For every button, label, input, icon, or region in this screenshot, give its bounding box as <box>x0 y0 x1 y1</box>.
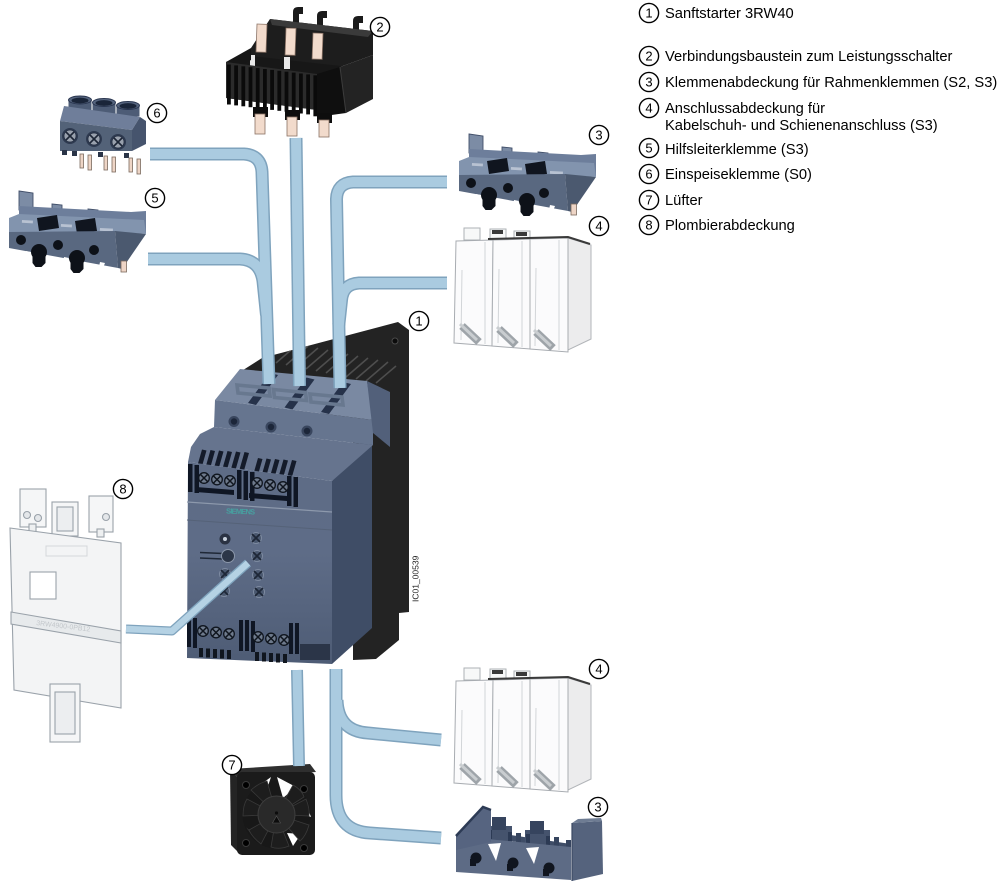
svg-text:1: 1 <box>645 6 652 21</box>
svg-text:5: 5 <box>151 191 158 206</box>
svg-text:SIEMENS: SIEMENS <box>226 507 255 517</box>
svg-text:6: 6 <box>645 167 652 182</box>
svg-text:Anschlussabdeckung für: Anschlussabdeckung für <box>665 101 825 117</box>
svg-text:8: 8 <box>119 482 126 497</box>
svg-text:3: 3 <box>594 800 601 815</box>
svg-text:Klemmenabdeckung für Rahmenkle: Klemmenabdeckung für Rahmenklemmen (S2, … <box>665 75 997 91</box>
svg-text:7: 7 <box>645 193 652 208</box>
svg-text:Verbindungsbaustein zum Leistu: Verbindungsbaustein zum Leistungsschalte… <box>665 49 953 65</box>
svg-text:Einspeiseklemme (S0): Einspeiseklemme (S0) <box>665 167 812 183</box>
svg-text:3: 3 <box>595 128 602 143</box>
svg-text:IC01_00539: IC01_00539 <box>411 555 421 602</box>
svg-text:Lüfter: Lüfter <box>665 193 703 209</box>
svg-text:Hilfsleiterklemme (S3): Hilfsleiterklemme (S3) <box>665 142 809 158</box>
svg-text:Plombierabdeckung: Plombierabdeckung <box>665 218 795 234</box>
svg-text:Sanftstarter 3RW40: Sanftstarter 3RW40 <box>665 6 794 22</box>
svg-text:5: 5 <box>645 141 652 156</box>
svg-text:4: 4 <box>645 101 652 116</box>
svg-text:3: 3 <box>645 75 652 90</box>
svg-text:2: 2 <box>645 49 652 64</box>
svg-text:7: 7 <box>228 758 235 773</box>
svg-text:Kabelschuh- und Schienenanschl: Kabelschuh- und Schienenanschluss (S3) <box>665 118 938 134</box>
svg-text:8: 8 <box>645 218 652 233</box>
svg-text:4: 4 <box>595 662 602 677</box>
svg-text:4: 4 <box>595 219 602 234</box>
svg-text:2: 2 <box>376 20 383 35</box>
svg-text:1: 1 <box>415 314 422 329</box>
svg-text:6: 6 <box>153 106 160 121</box>
